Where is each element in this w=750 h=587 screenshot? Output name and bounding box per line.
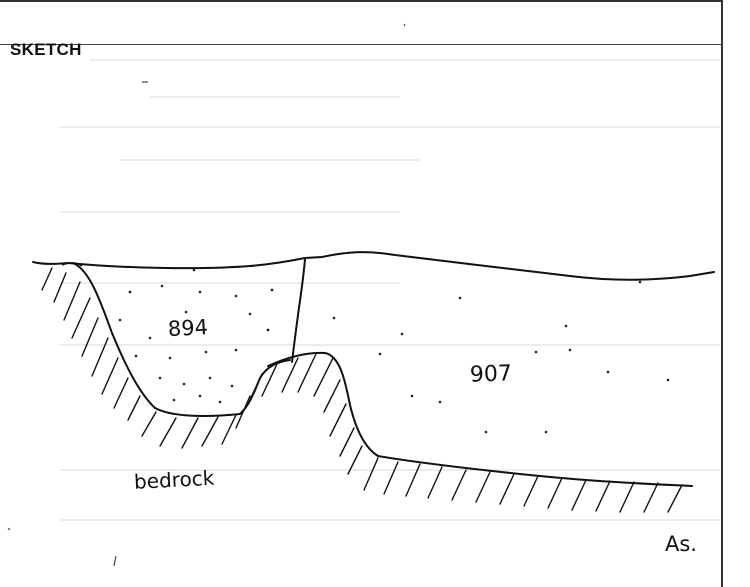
stray-marks — [7, 23, 406, 567]
signature-initials: As. — [665, 532, 697, 556]
frame-right-border — [721, 0, 723, 587]
frame-top-border — [0, 0, 722, 2]
fill-907-label: 907 — [470, 361, 513, 387]
fill-907-stipple — [332, 280, 670, 434]
ground-surface-tick — [61, 262, 83, 267]
bedrock-hatching — [41, 267, 683, 513]
sketch-title: SKETCH — [10, 40, 82, 59]
fill-894-stipple — [118, 268, 274, 404]
ground-surface-line — [32, 251, 715, 281]
fill-boundary-line — [291, 258, 306, 363]
fill-894-label: 894 — [167, 315, 208, 341]
bedrock-label: bedrock — [133, 466, 215, 494]
cut-907-profile — [267, 351, 693, 487]
header-divider — [0, 44, 722, 45]
show-through-lines — [60, 59, 720, 521]
